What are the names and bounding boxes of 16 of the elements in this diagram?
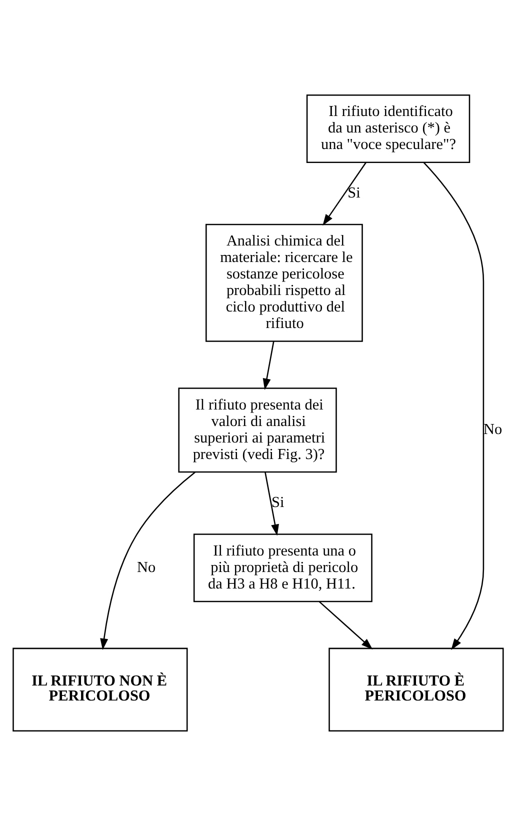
node-box: IL RIFIUTO È PERICOLOSO bbox=[328, 647, 504, 732]
edge-label: No bbox=[136, 558, 156, 576]
node-box: Il rifiuto presenta una o più proprietà di pericolo da H3 a H8 e H10, H11. bbox=[193, 533, 372, 602]
arrow bbox=[264, 472, 279, 536]
arrow bbox=[262, 340, 274, 390]
arrow bbox=[423, 162, 484, 650]
edge-label: No bbox=[483, 420, 502, 438]
edge-label: Si bbox=[272, 494, 284, 511]
node-box: Il rifiuto identificato da un asterisco (*) è una "voce speculare"? bbox=[306, 94, 470, 162]
edge-label: Si bbox=[348, 184, 360, 201]
node-box: Il rifiuto presenta dei valori di analisi superiori ai parametri previsti (vedi Fig. 3)? bbox=[178, 387, 337, 472]
node-box: IL RIFIUTO NON È PERICOLOSO bbox=[12, 647, 188, 732]
arrow bbox=[322, 162, 366, 226]
node-box: Analisi chimica del materiale: ricercare le sostanze pericolose probabili rispetto al ciclo produttivo del rifiuto bbox=[206, 223, 363, 342]
arrow bbox=[100, 471, 196, 650]
arrow bbox=[318, 600, 373, 649]
